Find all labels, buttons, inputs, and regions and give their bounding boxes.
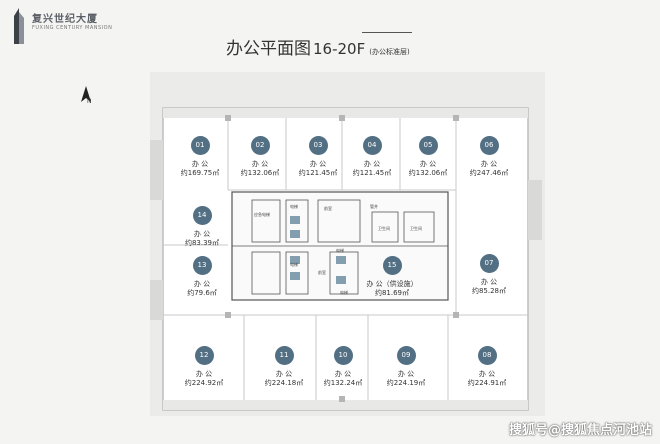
unit-area: 约132.06㎡ [408,169,448,177]
unit-name: 办 公 [251,160,269,168]
title-floors: 16-20F [313,40,366,58]
unit-number: 04 [362,136,382,155]
unit-name: 办 公 [275,370,293,378]
unit-area: 约224.92㎡ [184,379,224,387]
unit-number: 11 [274,346,294,365]
title-note: (办公标准层) [369,48,410,56]
core-label: 管井 [370,204,378,209]
unit-area: 约79.6㎡ [187,289,217,297]
core-label: 电梯 [336,248,344,253]
north-label: N [87,98,92,105]
unit-area: 约247.46㎡ [469,169,509,177]
unit-14[interactable]: 14 办 公 约83.39㎡ [172,206,232,248]
unit-area: 约121.45㎡ [298,169,338,177]
unit-08[interactable]: 08 办 公 约224.91㎡ [457,346,517,388]
unit-name: 办 公 [397,370,415,378]
unit-05[interactable]: 05 办 公 约132.06㎡ [398,136,458,178]
unit-name: 办 公 [193,280,211,288]
unit-11[interactable]: 11 办 公 约224.18㎡ [254,346,314,388]
north-arrow-icon [81,86,91,102]
unit-name: 办 公 [363,160,381,168]
unit-area: 约224.91㎡ [467,379,507,387]
unit-03[interactable]: 03 办 公 约121.45㎡ [288,136,348,178]
unit-name: 办 公 [480,278,498,286]
unit-area: 约224.19㎡ [386,379,426,387]
unit-number: 02 [250,136,270,155]
unit-name: 办 公 [195,370,213,378]
unit-04[interactable]: 04 办 公 约121.45㎡ [342,136,402,178]
unit-10[interactable]: 10 办 公 约132.24㎡ [313,346,373,388]
unit-area: 约83.39㎡ [184,239,220,247]
unit-number: 01 [190,136,210,155]
title-rule [362,32,412,33]
unit-09[interactable]: 09 办 公 约224.19㎡ [376,346,436,388]
unit-number: 07 [479,254,499,273]
core-label: 电梯 [340,290,348,295]
unit-area: 约169.75㎡ [180,169,220,177]
core-label: 前室 [318,270,326,275]
building-logo-icon [14,8,24,44]
unit-12[interactable]: 12 办 公 约224.92㎡ [174,346,234,388]
unit-name: 办 公 [309,160,327,168]
unit-name: 办 公 [334,370,352,378]
unit-area: 约224.18㎡ [264,379,304,387]
unit-number: 14 [192,206,212,225]
unit-name: 办 公 [480,160,498,168]
unit-number: 09 [396,346,416,365]
unit-01[interactable]: 01 办 公 约169.75㎡ [170,136,230,178]
unit-number: 05 [418,136,438,155]
unit-number: 13 [192,256,212,275]
logo-name: 复兴世纪大厦 [32,14,98,25]
unit-area: 约81.69㎡ [374,289,410,297]
unit-number: 15 [382,256,402,275]
unit-number: 08 [477,346,497,365]
unit-area: 约132.06㎡ [240,169,280,177]
title-main: 办公平面图 [226,39,311,59]
core-label: 前室 [324,206,332,211]
unit-area: 约121.45㎡ [352,169,392,177]
unit-number: 12 [194,346,214,365]
unit-number: 03 [308,136,328,155]
logo-subtitle: FUXING CENTURY MANSION [32,25,113,31]
unit-name: 办 公 [478,370,496,378]
unit-area: 约132.24㎡ [323,379,363,387]
core-label: 卫生间 [378,226,390,231]
unit-13[interactable]: 13 办 公 约79.6㎡ [172,256,232,298]
core-label: 电梯 [290,204,298,209]
unit-name: 办 公（供设施） [366,280,418,288]
unit-06[interactable]: 06 办 公 约247.46㎡ [459,136,519,178]
core-label: 卫生间 [410,226,422,231]
unit-area: 约85.28㎡ [471,287,507,295]
unit-number: 10 [333,346,353,365]
unit-07[interactable]: 07 办 公 约85.28㎡ [459,254,519,296]
unit-name: 办 公 [193,230,211,238]
watermark: 搜狐号@搜狐焦点河池站 [508,423,652,438]
unit-name: 办 公 [191,160,209,168]
unit-15[interactable]: 15 办 公（供设施） 约81.69㎡ [362,256,422,298]
unit-number: 06 [479,136,499,155]
unit-02[interactable]: 02 办 公 约132.06㎡ [230,136,290,178]
unit-name: 办 公 [419,160,437,168]
core-label: 应急电梯 [254,212,270,217]
core-label: 电梯 [290,262,298,267]
